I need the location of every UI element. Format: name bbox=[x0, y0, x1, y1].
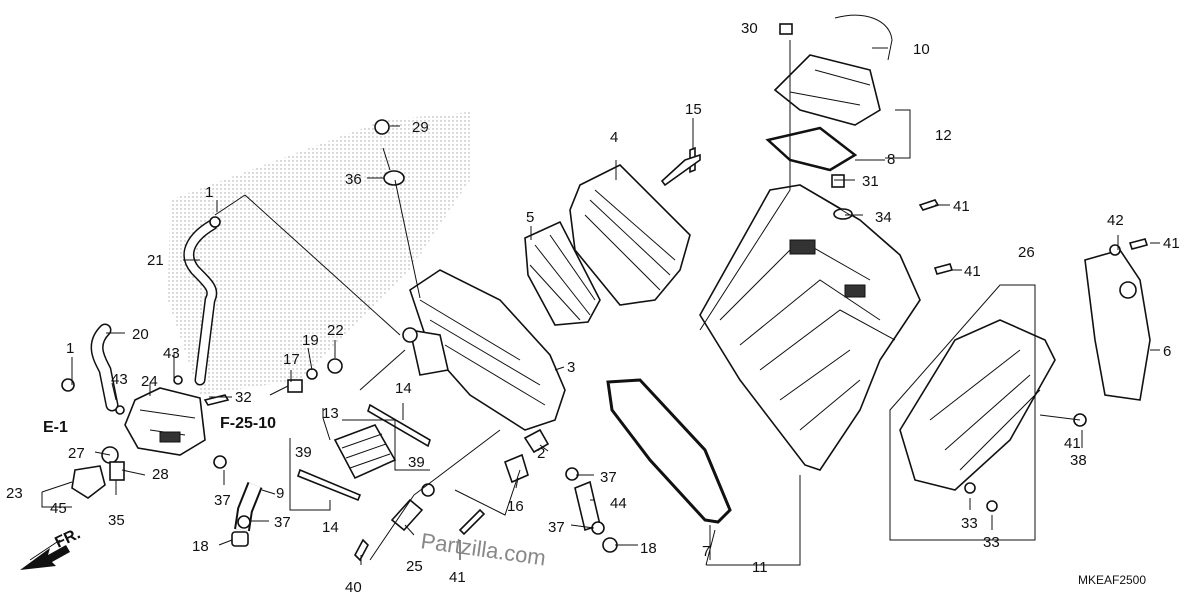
callout: 29 bbox=[412, 119, 429, 136]
watermark: Partzilla.com bbox=[419, 528, 547, 570]
callout: 19 bbox=[302, 332, 319, 349]
callout: 20 bbox=[132, 326, 149, 343]
plate-6 bbox=[1084, 249, 1151, 401]
callout: 45 bbox=[50, 500, 67, 517]
callout: 38 bbox=[1070, 452, 1087, 469]
callout: 33 bbox=[961, 515, 978, 532]
callout: 37 bbox=[600, 469, 617, 486]
callout: 13 bbox=[322, 405, 339, 422]
callout: 21 bbox=[147, 252, 164, 269]
air-filter-4 bbox=[569, 164, 691, 306]
callout: 44 bbox=[610, 495, 627, 512]
callout: 41 bbox=[1064, 435, 1081, 452]
callout: 17 bbox=[283, 351, 300, 368]
callout: 22 bbox=[327, 322, 344, 339]
callout: 41 bbox=[449, 569, 466, 586]
callout: 27 bbox=[68, 445, 85, 462]
callout: 37 bbox=[274, 514, 291, 531]
diagram-code: MKEAF2500 bbox=[1078, 573, 1146, 587]
callout: 26 bbox=[1018, 244, 1035, 261]
callout: 1 bbox=[205, 184, 213, 201]
callout: 33 bbox=[983, 534, 1000, 551]
callout: 25 bbox=[406, 558, 423, 575]
callout: 31 bbox=[862, 173, 879, 190]
callout: 41 bbox=[964, 263, 981, 280]
callout: 2 bbox=[537, 445, 545, 462]
callout: 40 bbox=[345, 579, 362, 596]
callout: 30 bbox=[741, 20, 758, 37]
callout: 24 bbox=[141, 373, 158, 390]
side-cover-26 bbox=[899, 319, 1056, 491]
callout: 32 bbox=[235, 389, 252, 406]
callout: 10 bbox=[913, 41, 930, 58]
callout: 43 bbox=[111, 371, 128, 388]
callout: 41 bbox=[953, 198, 970, 215]
callout: 5 bbox=[526, 209, 534, 226]
cover-12 bbox=[773, 54, 881, 126]
callout: 43 bbox=[163, 345, 180, 362]
callout: 15 bbox=[685, 101, 702, 118]
callout: 39 bbox=[295, 444, 312, 461]
callout: 14 bbox=[395, 380, 412, 397]
callout: 23 bbox=[6, 485, 23, 502]
callout: 11 bbox=[752, 559, 768, 576]
callout: 18 bbox=[192, 538, 209, 555]
callout: 18 bbox=[640, 540, 657, 557]
callout: 7 bbox=[702, 543, 710, 560]
callout: 34 bbox=[875, 209, 892, 226]
ref-f2510: F-25-10 bbox=[220, 415, 276, 432]
leader-lines bbox=[41, 40, 1160, 566]
callout: 4 bbox=[610, 129, 618, 146]
front-label: FR. bbox=[53, 525, 84, 551]
callout: 3 bbox=[567, 359, 575, 376]
callout: 35 bbox=[108, 512, 125, 529]
front-arrow-icon bbox=[20, 539, 70, 570]
gasket-7 bbox=[606, 378, 732, 524]
callout: 42 bbox=[1107, 212, 1124, 229]
callout: 6 bbox=[1163, 343, 1171, 360]
breather-case-24 bbox=[124, 387, 206, 456]
callout: 28 bbox=[152, 466, 169, 483]
callout-labels: 1 2 3 4 5 6 7 8 9 10 11 12 13 14 14 15 1… bbox=[6, 20, 1180, 596]
callout: 14 bbox=[322, 519, 339, 536]
callout: 12 bbox=[935, 127, 952, 144]
callout: 36 bbox=[345, 171, 362, 188]
callout: 1 bbox=[66, 340, 74, 357]
airbox-cover-3 bbox=[409, 269, 566, 431]
callout: 9 bbox=[276, 485, 284, 502]
ref-e1: E-1 bbox=[43, 419, 68, 436]
callout: 39 bbox=[408, 454, 425, 471]
callout: 8 bbox=[887, 151, 895, 168]
callout: 16 bbox=[507, 498, 524, 515]
callout: 41 bbox=[1163, 235, 1180, 252]
airbox-11 bbox=[699, 184, 921, 471]
callout: 37 bbox=[214, 492, 231, 509]
callout: 37 bbox=[548, 519, 565, 536]
filter-cage-5 bbox=[524, 220, 601, 326]
